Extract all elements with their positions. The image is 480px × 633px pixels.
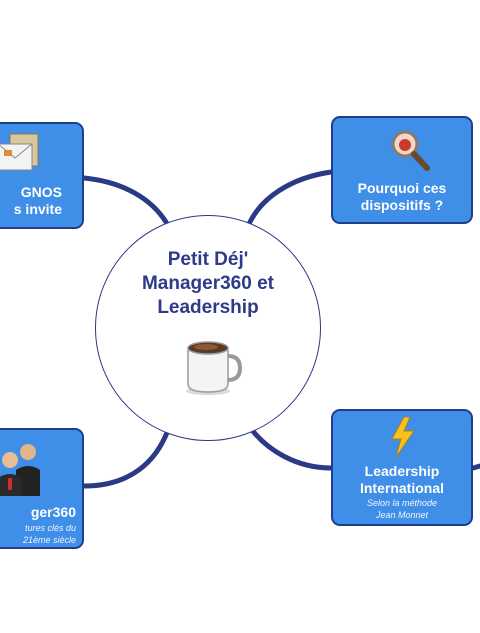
connector-manager — [81, 427, 171, 489]
node-leadership-title: Leadership International — [359, 463, 444, 496]
connector-offscreen — [470, 463, 480, 471]
node-manager-subtitle: tures clés du 21ème siècle — [22, 523, 76, 545]
connector-pourquoi — [247, 169, 334, 225]
connector-invite — [81, 175, 169, 225]
central-topic[interactable]: Petit Déj' Manager360 et Leadership — [95, 215, 321, 441]
coffee-mug-icon — [186, 341, 242, 395]
magnifier-icon — [391, 130, 430, 171]
node-pourquoi[interactable]: Pourquoi ces dispositifs ? — [331, 116, 473, 224]
node-invite[interactable]: GNOS s invite — [0, 122, 84, 229]
node-leadership-subtitle: Selon la méthode Jean Monnet — [366, 498, 438, 520]
node-manager-title: ger360 — [30, 504, 76, 520]
connector-leadership — [249, 427, 334, 471]
people-icon — [0, 444, 40, 496]
central-topic-title: Petit Déj' Manager360 et Leadership — [141, 249, 274, 318]
node-pourquoi-title: Pourquoi ces dispositifs ? — [357, 180, 447, 213]
node-manager[interactable]: ger360 tures clés du 21ème siècle — [0, 428, 84, 549]
lightning-icon — [391, 417, 415, 457]
node-leadership[interactable]: Leadership International Selon la méthod… — [331, 409, 473, 526]
envelope-icon — [0, 133, 39, 171]
node-invite-title: GNOS s invite — [13, 184, 62, 217]
